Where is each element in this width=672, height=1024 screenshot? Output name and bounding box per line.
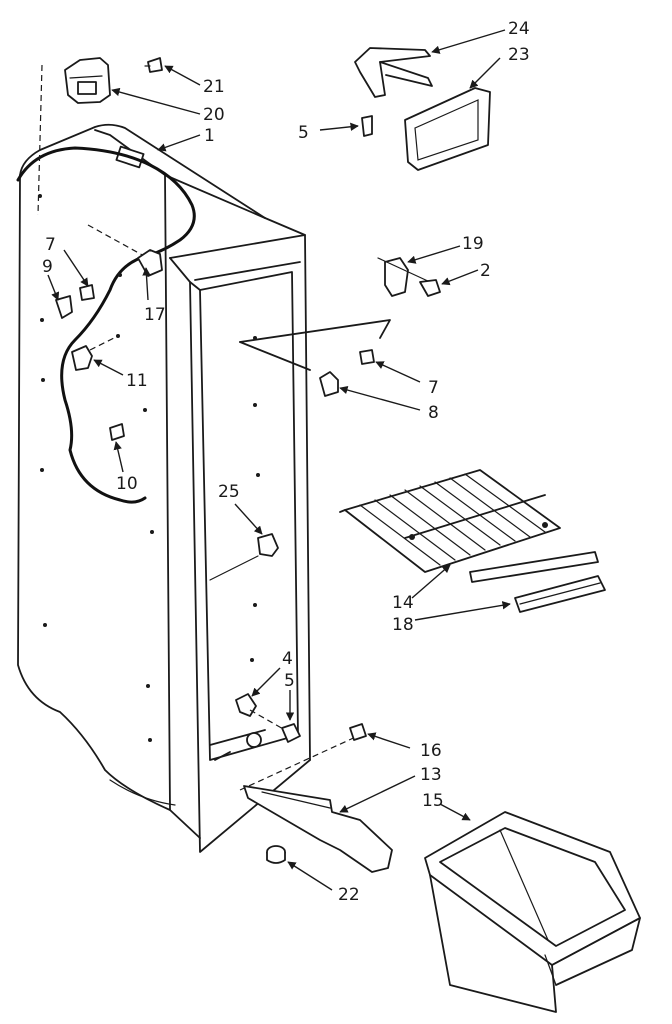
light-bracket — [354, 47, 433, 98]
light-lens — [404, 87, 491, 171]
wire-shelf — [339, 469, 599, 583]
callout-1: 1 — [204, 126, 215, 146]
callout-8: 8 — [428, 403, 439, 423]
lens-screw — [361, 115, 373, 137]
thermostat-bracket — [137, 249, 163, 277]
callout-13: 13 — [420, 765, 442, 785]
leveling-cap — [266, 845, 286, 864]
light-socket — [377, 257, 431, 297]
heater-wire — [16, 146, 196, 504]
alignment-line — [37, 64, 43, 216]
shelf-support-right — [319, 349, 375, 397]
liner-plate — [239, 319, 391, 371]
callout-21: 21 — [203, 77, 225, 97]
callout-22: 22 — [338, 885, 360, 905]
callout-24: 24 — [508, 19, 530, 39]
cabinet-liner — [17, 123, 311, 853]
screw — [144, 57, 163, 73]
callout-9: 9 — [42, 257, 53, 277]
clip — [71, 335, 119, 371]
callout-19: 19 — [462, 234, 484, 254]
callout-14: 14 — [392, 593, 414, 613]
callout-7-left: 7 — [45, 235, 56, 255]
callout-5-top: 5 — [298, 123, 309, 143]
callout-2: 2 — [480, 261, 491, 281]
callout-25: 25 — [218, 482, 240, 502]
callout-23: 23 — [508, 45, 530, 65]
callout-17: 17 — [144, 305, 166, 325]
screw-holes — [38, 194, 260, 742]
rivet — [109, 423, 125, 441]
light-bulb — [419, 279, 441, 297]
rail-screw — [349, 723, 367, 741]
bottom-rail — [239, 734, 393, 873]
callout-4: 4 — [282, 649, 293, 669]
trim-strip — [514, 575, 606, 613]
callout-15: 15 — [422, 791, 444, 811]
callout-18: 18 — [392, 615, 414, 635]
callout-11: 11 — [126, 371, 148, 391]
hinge-bracket — [235, 693, 286, 731]
leader-lines — [47, 29, 511, 891]
callout-16: 16 — [420, 741, 442, 761]
callout-5-bottom: 5 — [284, 671, 295, 691]
damper-control — [209, 533, 279, 581]
damper-bracket — [64, 57, 111, 104]
storage-bin — [424, 811, 641, 1013]
grommet-hole — [246, 732, 262, 748]
shelf-support-left — [55, 284, 95, 319]
hinge-screw — [281, 723, 301, 743]
callout-labels: 24 23 21 20 1 5 19 2 7 9 17 11 7 8 10 25… — [42, 19, 530, 905]
callout-10: 10 — [116, 474, 138, 494]
callout-20: 20 — [203, 105, 225, 125]
callout-7-right: 7 — [428, 378, 439, 398]
